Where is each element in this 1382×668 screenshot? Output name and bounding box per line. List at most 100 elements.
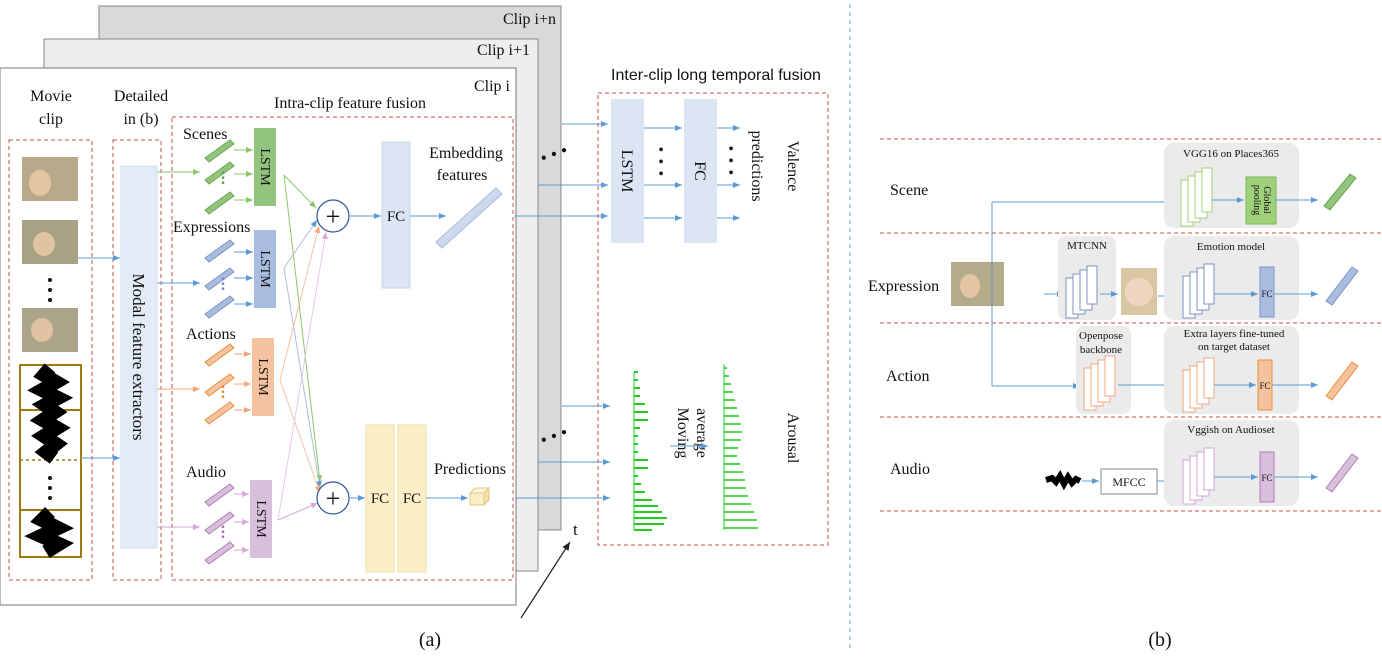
prediction-cube	[469, 492, 485, 506]
openpose-label-2: backbone	[1080, 344, 1122, 356]
time-axis	[520, 541, 571, 619]
lstm-action	[252, 338, 274, 416]
dot	[48, 476, 52, 480]
row-label-expression: Expression	[868, 278, 939, 295]
intra-box	[171, 116, 514, 581]
feature-bar	[204, 483, 235, 507]
vggish-label: Vggish on Audioset	[1187, 424, 1274, 436]
waveform	[24, 507, 75, 558]
openpose-label: Openpose	[1079, 330, 1123, 342]
conv-layer	[1203, 447, 1215, 491]
movie-frames	[19, 157, 82, 558]
valence-label: Valence	[784, 141, 801, 192]
panel-a: Clip i+n Clip i+1 Clip i Movie clip Deta…	[0, 5, 610, 651]
fc-embedding	[381, 141, 411, 289]
audio-fc-label: FC	[1261, 473, 1272, 483]
inter-ellipsis: •	[658, 142, 664, 159]
modal-feature-extractor-label: Modal feature extractors	[129, 273, 148, 440]
fusion-plus: +	[326, 484, 341, 513]
raw-arousal-chart	[633, 371, 667, 531]
caption-a: (a)	[419, 629, 441, 651]
prediction-cube-side	[483, 486, 490, 507]
inter-ellipsis: •	[728, 165, 734, 182]
scene-model-label: VGG16 on Places365	[1183, 148, 1279, 160]
fc-pred-1-label: FC	[371, 491, 389, 507]
audio-features: ⋮	[204, 483, 235, 565]
dot	[48, 278, 52, 282]
embedding-feature-bar	[435, 187, 503, 249]
embedding-label: Embedding	[429, 145, 503, 162]
inter-ellipsis: •	[728, 141, 734, 158]
modal-feature-extractor	[120, 165, 158, 549]
feature-bar	[204, 373, 235, 397]
audio-output-feature	[1325, 453, 1359, 493]
arrow	[277, 502, 319, 521]
predictions-label: Predictions	[434, 461, 506, 478]
action-fc-label: FC	[1259, 381, 1270, 391]
emotion-fc-label: FC	[1261, 289, 1272, 299]
feature-bar	[204, 139, 235, 163]
mtcnn-conv-layers	[1065, 265, 1098, 319]
detailed-title-2: in (b)	[123, 111, 158, 128]
scene-output-feature	[1323, 173, 1357, 211]
extractor-box	[112, 139, 162, 581]
inter-ellipsis: •	[658, 166, 664, 183]
lstm-expression	[254, 230, 276, 308]
movie-clip-title: Movie	[30, 88, 72, 105]
inter-lstm	[611, 99, 644, 243]
arrow	[277, 231, 328, 521]
mfcc-label: MFCC	[1112, 475, 1145, 489]
caption-b: (b)	[1148, 629, 1171, 651]
feature-bar	[204, 239, 235, 263]
waveform	[27, 363, 74, 464]
feature-bar	[204, 267, 235, 291]
scene-features: ⋮	[204, 139, 235, 215]
expression-features: ⋮	[204, 239, 235, 319]
action-output-feature	[1325, 361, 1359, 401]
audio-label: Audio	[186, 464, 226, 481]
lstm-audio	[250, 480, 272, 558]
predictions-vertical: predictions	[748, 130, 765, 201]
emotion-conv-layers	[1182, 263, 1215, 319]
conv-layer	[1201, 167, 1213, 213]
arousal-label: Arousal	[784, 413, 801, 464]
feature-bar	[204, 295, 235, 319]
expressions-label: Expressions	[173, 219, 250, 236]
feature-bar	[204, 343, 235, 367]
arrow	[283, 174, 323, 483]
ellipsis: ⋮	[216, 385, 230, 400]
mtcnn-label: MTCNN	[1067, 240, 1107, 252]
scenes-label: Scenes	[183, 126, 227, 143]
feature-bar	[204, 161, 235, 185]
dot	[48, 496, 52, 500]
emotion-model-label: Emotion model	[1197, 241, 1265, 253]
expression-output-feature	[1325, 266, 1359, 306]
conv-layer	[1086, 265, 1098, 305]
ellipsis: ⋮	[216, 525, 230, 540]
dot	[48, 486, 52, 490]
action-features: ⋮	[204, 343, 235, 425]
moving-average-label-2: average	[693, 408, 710, 458]
feature-bar	[204, 511, 235, 535]
ellipsis: ⋮	[216, 171, 230, 186]
mfcc-block	[1100, 468, 1158, 495]
audio-waveform	[1045, 470, 1082, 491]
inter-title: Inter-clip long temporal fusion	[611, 67, 821, 84]
embedding-label-2: features	[437, 167, 488, 184]
lstm-action-label: LSTM	[255, 358, 270, 396]
lstm-scene	[254, 128, 276, 206]
feature-bar	[204, 541, 235, 565]
emotion-fc	[1259, 266, 1275, 318]
detailed-title: Detailed	[114, 88, 168, 105]
clip-label-n: Clip i+n	[503, 11, 556, 28]
lstm-audio-label: LSTM	[253, 500, 268, 538]
feature-bar	[204, 191, 235, 215]
arrow	[279, 225, 321, 381]
inter-clip-fusion: Inter-clip long temporal fusion LSTM • •…	[597, 67, 829, 546]
face-crop-face	[1125, 278, 1153, 306]
inter-box	[597, 92, 829, 546]
extra-conv-layers	[1182, 357, 1215, 413]
arrow	[283, 174, 317, 209]
feature-bar	[204, 401, 235, 425]
